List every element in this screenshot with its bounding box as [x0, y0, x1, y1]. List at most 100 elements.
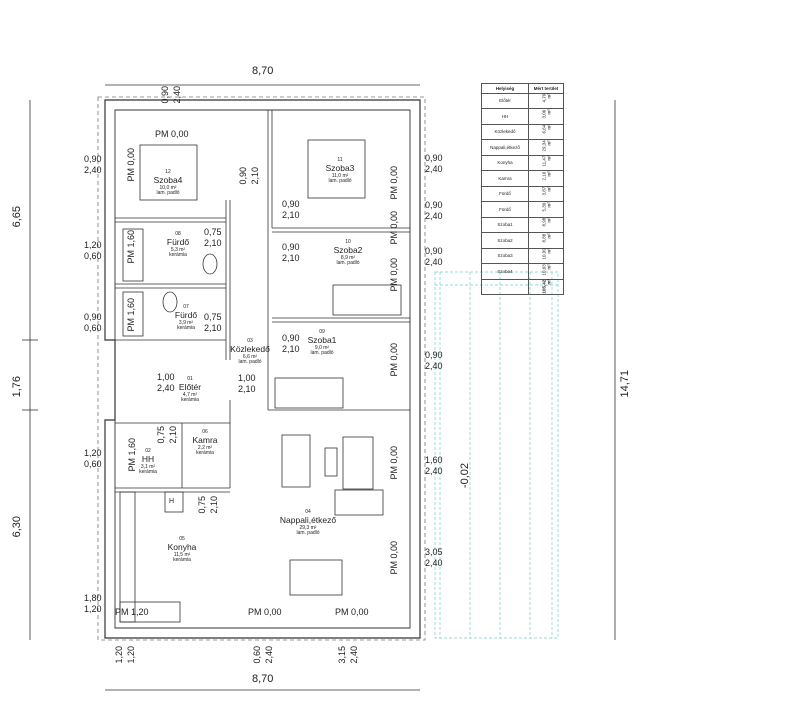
cell: 2,16 m²: [528, 170, 564, 186]
window-width: 0,60: [252, 646, 262, 664]
door-height: 2,10: [250, 167, 260, 185]
door-height: 2,10: [168, 426, 178, 444]
room-label: 8,9 m²: [340, 254, 356, 261]
room-label: lam. padló: [296, 530, 320, 537]
level-mark: PM 0,00: [389, 211, 399, 245]
room-label: Közlekedő: [230, 343, 270, 354]
door-width: 0,75: [204, 312, 222, 322]
room-label: 09: [319, 329, 325, 335]
window-width: 1,20: [84, 448, 102, 458]
room-label: kerámia: [169, 252, 187, 259]
window-width: 3,05: [425, 547, 443, 557]
room-label: Szoba3: [325, 162, 355, 173]
level-mark: PM 1,60: [126, 298, 136, 332]
window-width: 1,60: [425, 455, 443, 465]
window-width: 0,90: [425, 350, 443, 360]
level-mark: PM 0,00: [389, 258, 399, 292]
cell: 10,99 m²: [528, 248, 564, 264]
room-label: 11: [337, 157, 343, 163]
room-label: Előtér: [178, 381, 202, 392]
room-label: 29,3 m²: [299, 524, 317, 531]
window-width: 1,20: [84, 240, 102, 250]
window-height: 1,20: [126, 646, 136, 664]
room-label: 11,5 m²: [173, 551, 191, 558]
room-label: lam. padló: [310, 350, 334, 357]
room-label: Fürdő: [166, 236, 190, 247]
cell: 3,87 m²: [528, 186, 564, 202]
level-mark: PM 0,00: [389, 166, 399, 200]
level-mark: PM 1,20: [115, 607, 149, 617]
cell: 29,34 m²: [528, 139, 564, 155]
window-height: 0,60: [84, 459, 102, 469]
room-label: 4,7 m²: [182, 391, 198, 398]
room-label: 3,9 m²: [178, 319, 194, 326]
room-label: 06: [202, 429, 208, 435]
cell: Nappali,étkező: [481, 139, 529, 156]
window-height: 2,40: [425, 558, 443, 568]
room-label: 2,2 m²: [197, 444, 213, 451]
door-width: 1,00: [238, 373, 256, 383]
window-height: 2,40: [264, 646, 274, 664]
header-area: Mért terület: [528, 83, 564, 94]
door-height: 2,10: [282, 253, 300, 263]
room-label: 07: [183, 304, 189, 310]
door-height: 2,10: [238, 384, 256, 394]
window-width: 0,90: [425, 246, 443, 256]
room-label: 10,0 m²: [159, 184, 177, 191]
total-area: 105,42 m²: [528, 279, 564, 295]
cell: 3,06 m²: [528, 108, 564, 124]
cell: 5,30 m²: [528, 201, 564, 217]
level-mark: PM 0,00: [248, 607, 282, 617]
cell: Konyha: [481, 154, 529, 171]
room-label: 04: [305, 509, 311, 515]
level-mark: PM 0,00: [126, 148, 136, 182]
room-label: Nappali,étkező: [279, 514, 337, 525]
window-width: 0,90: [160, 86, 170, 104]
cell: HH: [481, 108, 529, 125]
cell: Szoba2: [481, 232, 529, 249]
room-label: Szoba1: [307, 334, 337, 345]
room-label: kerámia: [139, 469, 157, 476]
room-label: 9,0 m²: [314, 344, 330, 351]
room-label: 12: [165, 169, 171, 175]
room-label: Fürdő: [174, 309, 198, 320]
door-width: 1,00: [157, 372, 175, 382]
level-mark: PM 1,60: [127, 438, 137, 472]
terrace-level: -0,02: [459, 463, 471, 489]
room-label: Szoba2: [333, 244, 363, 255]
window-height: 2,40: [425, 211, 443, 221]
cell: 10,03 m²: [528, 263, 564, 279]
level-mark: PM 1,60: [126, 230, 136, 264]
door-width: 0,90: [282, 333, 300, 343]
window-width: 0,90: [425, 153, 443, 163]
room-label: 05: [179, 536, 185, 542]
room-label: Konyha: [167, 541, 197, 552]
window-height: 2,40: [425, 466, 443, 476]
room-label: 6,6 m²: [242, 353, 258, 360]
door-height: 2,10: [204, 323, 222, 333]
level-mark: PM 0,00: [335, 607, 369, 617]
door-width: 0,75: [197, 496, 207, 514]
window-width: 0,90: [84, 312, 102, 322]
room-label: 01: [187, 376, 193, 382]
window-height: 2,40: [84, 165, 102, 175]
room-label: Kamra: [192, 434, 218, 445]
room-label: lam. padló: [336, 260, 360, 267]
cell: 6,64 m²: [528, 124, 564, 140]
